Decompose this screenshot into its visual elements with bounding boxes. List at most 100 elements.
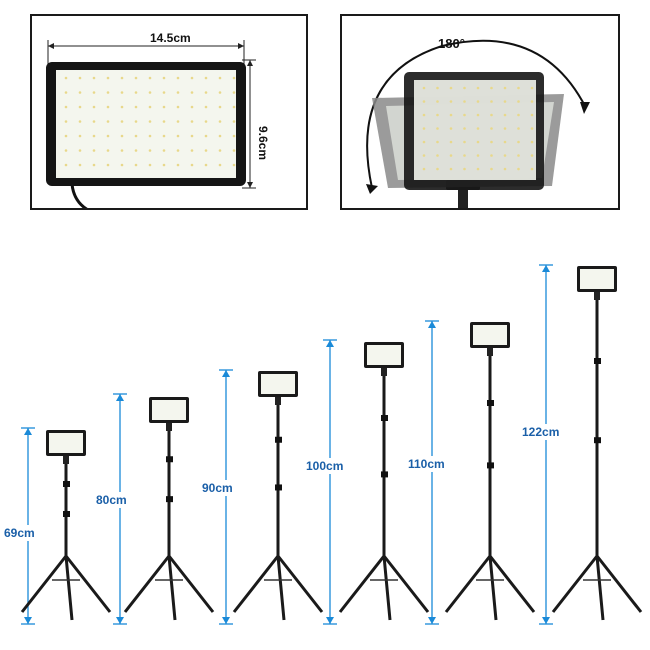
panel-dimensions-box: 14.5cm 9.6cm bbox=[30, 14, 308, 210]
height-measure-line bbox=[219, 369, 233, 625]
led-dot bbox=[176, 120, 180, 123]
led-dot bbox=[436, 100, 439, 103]
led-dot bbox=[490, 113, 493, 117]
stand-4 bbox=[323, 339, 430, 625]
tripod-leg bbox=[64, 555, 74, 621]
led-dot bbox=[92, 105, 96, 109]
led-dot bbox=[78, 105, 82, 109]
led-panel-face bbox=[261, 374, 295, 394]
lock-knob bbox=[594, 437, 601, 444]
rotation-arrow-right-icon bbox=[580, 102, 590, 114]
led-dot bbox=[162, 120, 166, 123]
lock-knob bbox=[487, 462, 494, 469]
led-dot bbox=[106, 134, 110, 138]
panel-dimensions-drawing bbox=[46, 40, 256, 208]
led-dot bbox=[232, 120, 236, 123]
led-dot bbox=[92, 91, 96, 94]
led-dot bbox=[176, 149, 180, 152]
lock-knob bbox=[487, 400, 494, 406]
led-panel-face bbox=[580, 269, 614, 289]
led-dot bbox=[64, 91, 68, 94]
led-dot bbox=[134, 134, 138, 138]
led-dot bbox=[162, 163, 166, 167]
stand-3 bbox=[219, 369, 324, 625]
led-dot bbox=[422, 127, 426, 130]
led-dot bbox=[120, 134, 124, 138]
led-dot bbox=[517, 100, 520, 103]
led-dot bbox=[476, 154, 480, 157]
led-dot bbox=[64, 105, 68, 109]
led-dot bbox=[176, 105, 180, 109]
led-dot bbox=[232, 105, 236, 109]
ball-head bbox=[381, 368, 387, 376]
led-dot bbox=[92, 134, 96, 138]
led-dot bbox=[463, 167, 466, 171]
led-dot bbox=[476, 167, 480, 171]
led-dot bbox=[530, 167, 534, 171]
led-dot bbox=[120, 91, 124, 94]
led-dot bbox=[134, 105, 138, 109]
led-dot bbox=[134, 149, 138, 152]
led-dot bbox=[530, 113, 534, 117]
led-dot bbox=[92, 120, 96, 123]
led-dot bbox=[449, 127, 453, 130]
tripod-leg bbox=[551, 555, 599, 613]
led-dot bbox=[422, 113, 426, 117]
led-dot bbox=[490, 140, 493, 144]
tripod-leg bbox=[64, 555, 112, 613]
led-dot bbox=[232, 163, 236, 167]
tripod-leg bbox=[595, 555, 643, 613]
led-dot bbox=[476, 127, 480, 130]
led-dot bbox=[134, 120, 138, 123]
led-dot bbox=[92, 163, 96, 167]
led-dot bbox=[176, 76, 180, 80]
led-dot bbox=[92, 149, 96, 152]
led-dot bbox=[436, 140, 439, 144]
tripod-leg bbox=[382, 555, 430, 613]
lock-knob bbox=[63, 511, 70, 517]
stand-2 bbox=[113, 393, 215, 625]
led-panel-face bbox=[367, 345, 401, 365]
lock-knob bbox=[166, 496, 173, 503]
led-dot bbox=[120, 105, 124, 109]
led-dot bbox=[78, 91, 82, 94]
stand-6 bbox=[539, 264, 643, 625]
led-dot bbox=[106, 149, 110, 152]
led-dot bbox=[476, 86, 480, 90]
stand-height-label: 100cm bbox=[306, 458, 344, 474]
lock-knob bbox=[594, 358, 601, 364]
led-dot bbox=[449, 86, 453, 90]
led-dot bbox=[190, 76, 194, 80]
led-dot bbox=[190, 149, 194, 152]
led-dot bbox=[162, 76, 166, 80]
led-dot bbox=[490, 86, 493, 90]
led-dot bbox=[106, 120, 110, 123]
height-measure-line bbox=[242, 59, 256, 189]
tripod-leg bbox=[595, 555, 605, 621]
tripod-leg bbox=[444, 555, 492, 613]
led-dot bbox=[530, 140, 534, 144]
panel-rotation-drawing bbox=[366, 39, 590, 208]
height-measure-line bbox=[113, 393, 127, 625]
led-dot bbox=[232, 91, 236, 94]
tripod-leg bbox=[276, 555, 324, 613]
led-dot bbox=[218, 163, 222, 167]
led-dot bbox=[148, 76, 152, 80]
led-dot bbox=[148, 163, 152, 167]
led-dot bbox=[204, 91, 208, 94]
led-dot bbox=[204, 76, 208, 80]
led-dot bbox=[106, 76, 110, 80]
led-dot bbox=[503, 140, 507, 144]
led-dot bbox=[503, 100, 507, 103]
led-dot bbox=[503, 127, 507, 130]
led-dot bbox=[436, 167, 439, 171]
led-dot bbox=[78, 134, 82, 138]
led-dot bbox=[232, 134, 236, 138]
power-cable bbox=[70, 183, 88, 208]
tripod-leg bbox=[232, 555, 280, 613]
led-dot bbox=[218, 120, 222, 123]
led-dot bbox=[120, 149, 124, 152]
led-dot bbox=[134, 163, 138, 167]
led-dot bbox=[232, 149, 236, 152]
